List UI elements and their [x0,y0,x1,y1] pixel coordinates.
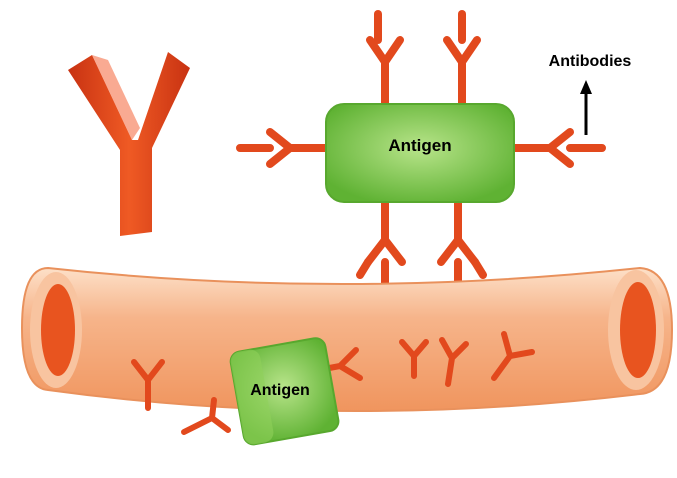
antibody-icon [240,132,326,164]
antigen-label-top: Antigen [388,136,451,155]
antibody-icon [370,14,477,108]
antibodies-label: Antibodies [549,53,632,70]
antibody-icon [360,200,483,285]
antibody-large-icon [68,52,190,236]
antibody-icon [514,132,602,164]
antibodies-callout: Antibodies [549,53,632,135]
antigen-label-vessel: Antigen [250,382,310,399]
antigen-vessel-group: Antigen [229,337,340,446]
blood-vessel-icon [22,268,672,411]
